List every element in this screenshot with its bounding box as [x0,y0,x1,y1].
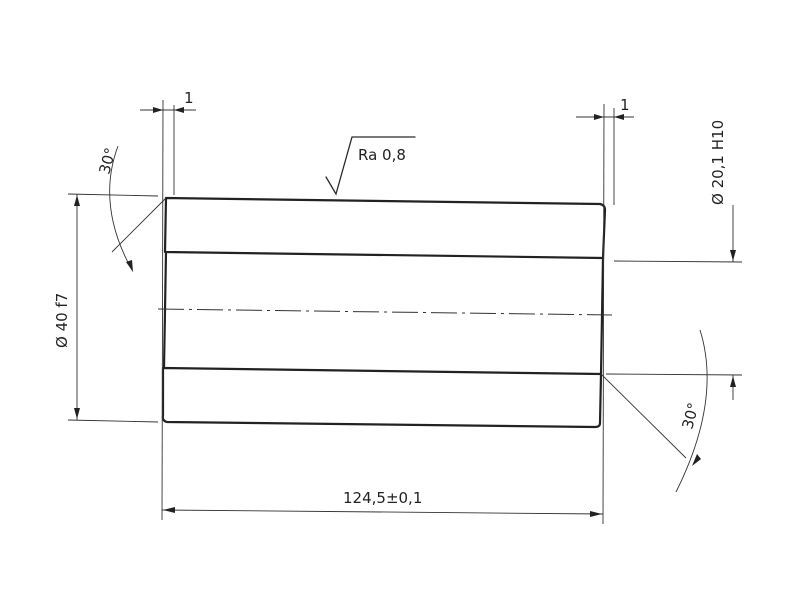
right-angle-arrow [692,454,701,466]
left-bore-edge [162,251,168,369]
id-arrow-bottom [730,376,736,387]
right-extension-line [602,103,605,525]
right-chamfer-arrow-a [594,114,604,120]
roughness-symbol [325,136,416,196]
id-arrow-top [730,250,736,261]
right-chamfer-label: 1 [620,96,630,114]
id-label: Ø 20,1 H10 [709,120,727,205]
left-chamfer-arrow-a [153,107,163,113]
right-angle-leg [600,373,687,459]
od-extension-bottom [67,419,159,423]
lower-wall-section [161,366,603,429]
left-angle-arrow [126,260,133,272]
od-extension-top [67,193,159,197]
length-label: 124,5±0,1 [343,489,422,507]
left-extension-line [161,99,164,521]
length-dim-line [161,509,604,515]
left-chamfer-arrow-b [174,107,184,113]
length-arrow-right [590,511,602,517]
id-extension-bottom [605,373,743,376]
id-extension-top [613,260,743,263]
right-angle-arc [675,329,708,493]
left-angle-label: 30° [95,146,119,176]
upper-wall-section [163,196,607,260]
center-line [157,308,613,316]
left-angle-arc [109,145,133,271]
length-arrow-left [163,507,175,513]
left-chamfer-label: 1 [184,89,194,107]
roughness-label: Ra 0,8 [358,146,406,164]
right-bore-edge [599,257,605,375]
left-angle-leg [111,197,167,253]
right-angle-label: 30° [678,401,702,431]
right-chamfer-arrow-b [614,114,624,120]
od-arrow-bottom [74,408,80,419]
od-arrow-top [74,195,80,206]
od-label: Ø 40 f7 [53,293,71,348]
